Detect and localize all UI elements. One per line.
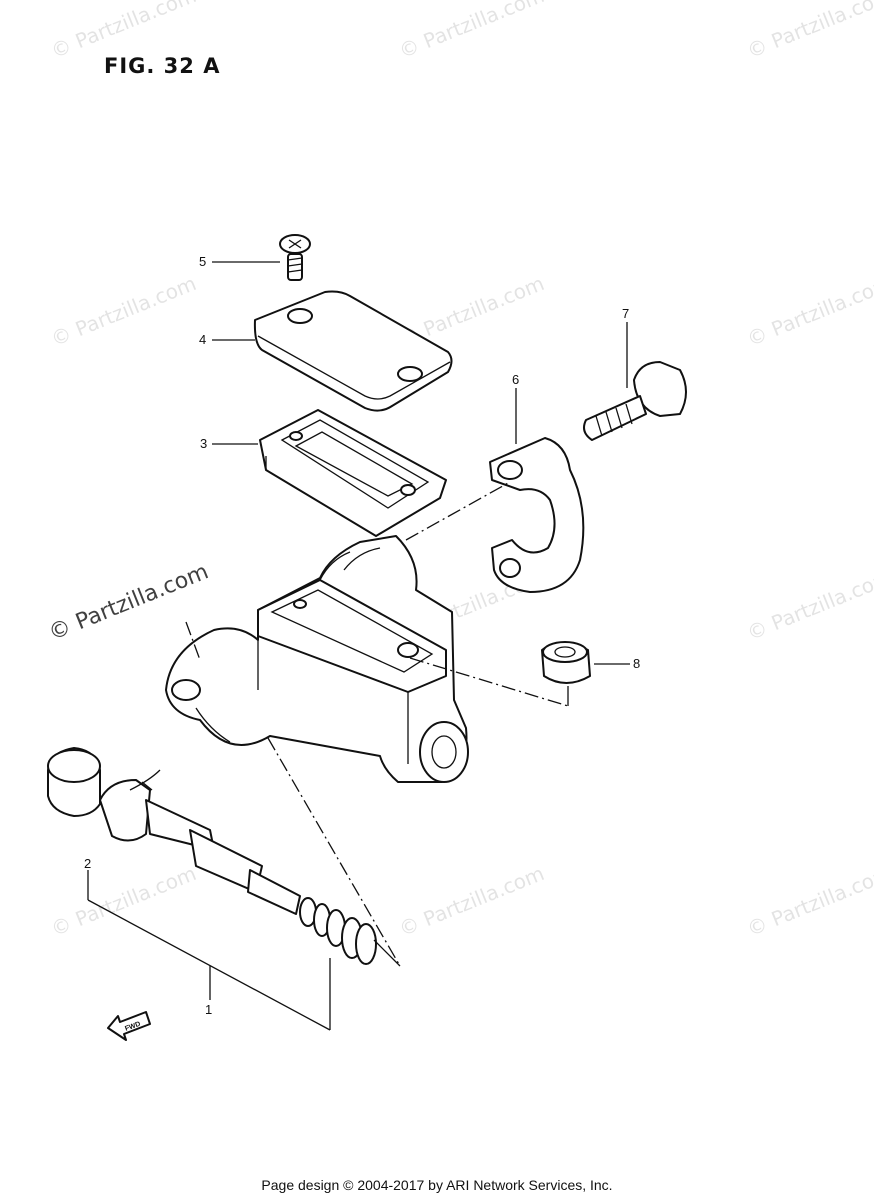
cap-nut-part-8: [541, 641, 591, 684]
callout-3: 3: [200, 436, 208, 451]
callout-1: 1: [205, 1002, 213, 1017]
callout-8: 8: [633, 656, 641, 671]
fwd-arrow-icon: FWD: [107, 1011, 151, 1041]
callout-7: 7: [622, 306, 630, 321]
bolt-part-7: [583, 361, 687, 441]
piston-assembly-part-1: [47, 747, 377, 965]
master-cylinder-body: [165, 535, 469, 783]
clamp-part-6: [489, 437, 585, 593]
screw-part-5: [279, 234, 311, 281]
page-footer: Page design © 2004-2017 by ARI Network S…: [261, 1177, 613, 1193]
callout-4: 4: [199, 332, 207, 347]
alignment-lines: [185, 481, 569, 967]
figure-title: FIG. 32 A: [104, 54, 221, 78]
callout-leaders: [87, 261, 630, 1031]
callout-6: 6: [512, 372, 520, 387]
callout-5: 5: [199, 254, 207, 269]
diaphragm-part-3: [259, 409, 447, 537]
reservoir-cap-part-4: [253, 290, 453, 412]
callout-2: 2: [84, 856, 92, 871]
